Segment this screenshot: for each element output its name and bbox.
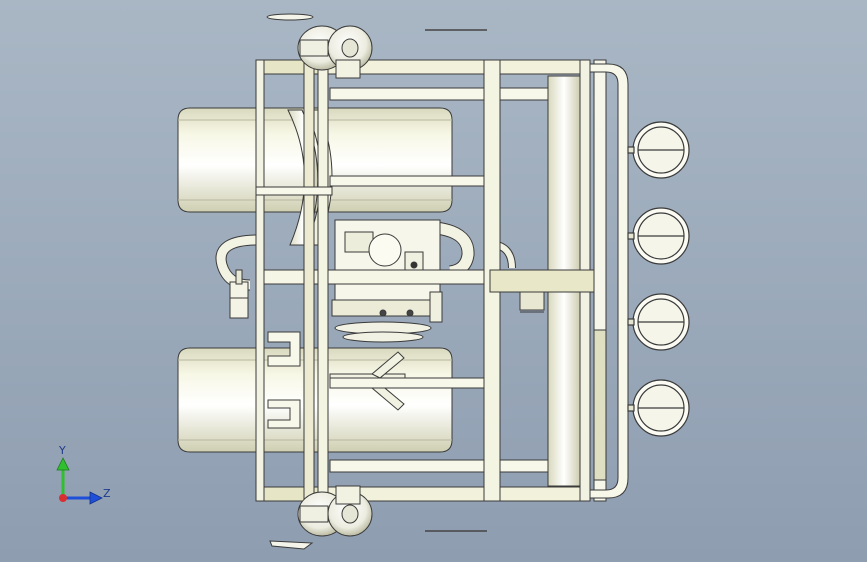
top-wheels[interactable] [297,25,373,79]
gauge-1[interactable] [627,121,690,179]
triad-label-y: Y [58,444,66,457]
gauge-4[interactable] [627,379,690,437]
bottom-wheels[interactable] [297,485,373,537]
gauge-2[interactable] [627,207,690,265]
right-rail [589,63,629,499]
bottom-fragments [269,530,487,550]
main-frame[interactable] [255,59,607,502]
y-axis-arrowhead [56,457,70,471]
triad-label-z: Z [103,487,111,500]
x-axis-dot [59,494,67,502]
lower-tank[interactable] [177,347,453,453]
round-gauges[interactable] [627,121,690,437]
coordinate-triad: Y Z [56,444,111,505]
z-axis-arrowhead [89,491,103,505]
gauge-3[interactable] [627,293,690,351]
top-fragments [266,13,487,31]
